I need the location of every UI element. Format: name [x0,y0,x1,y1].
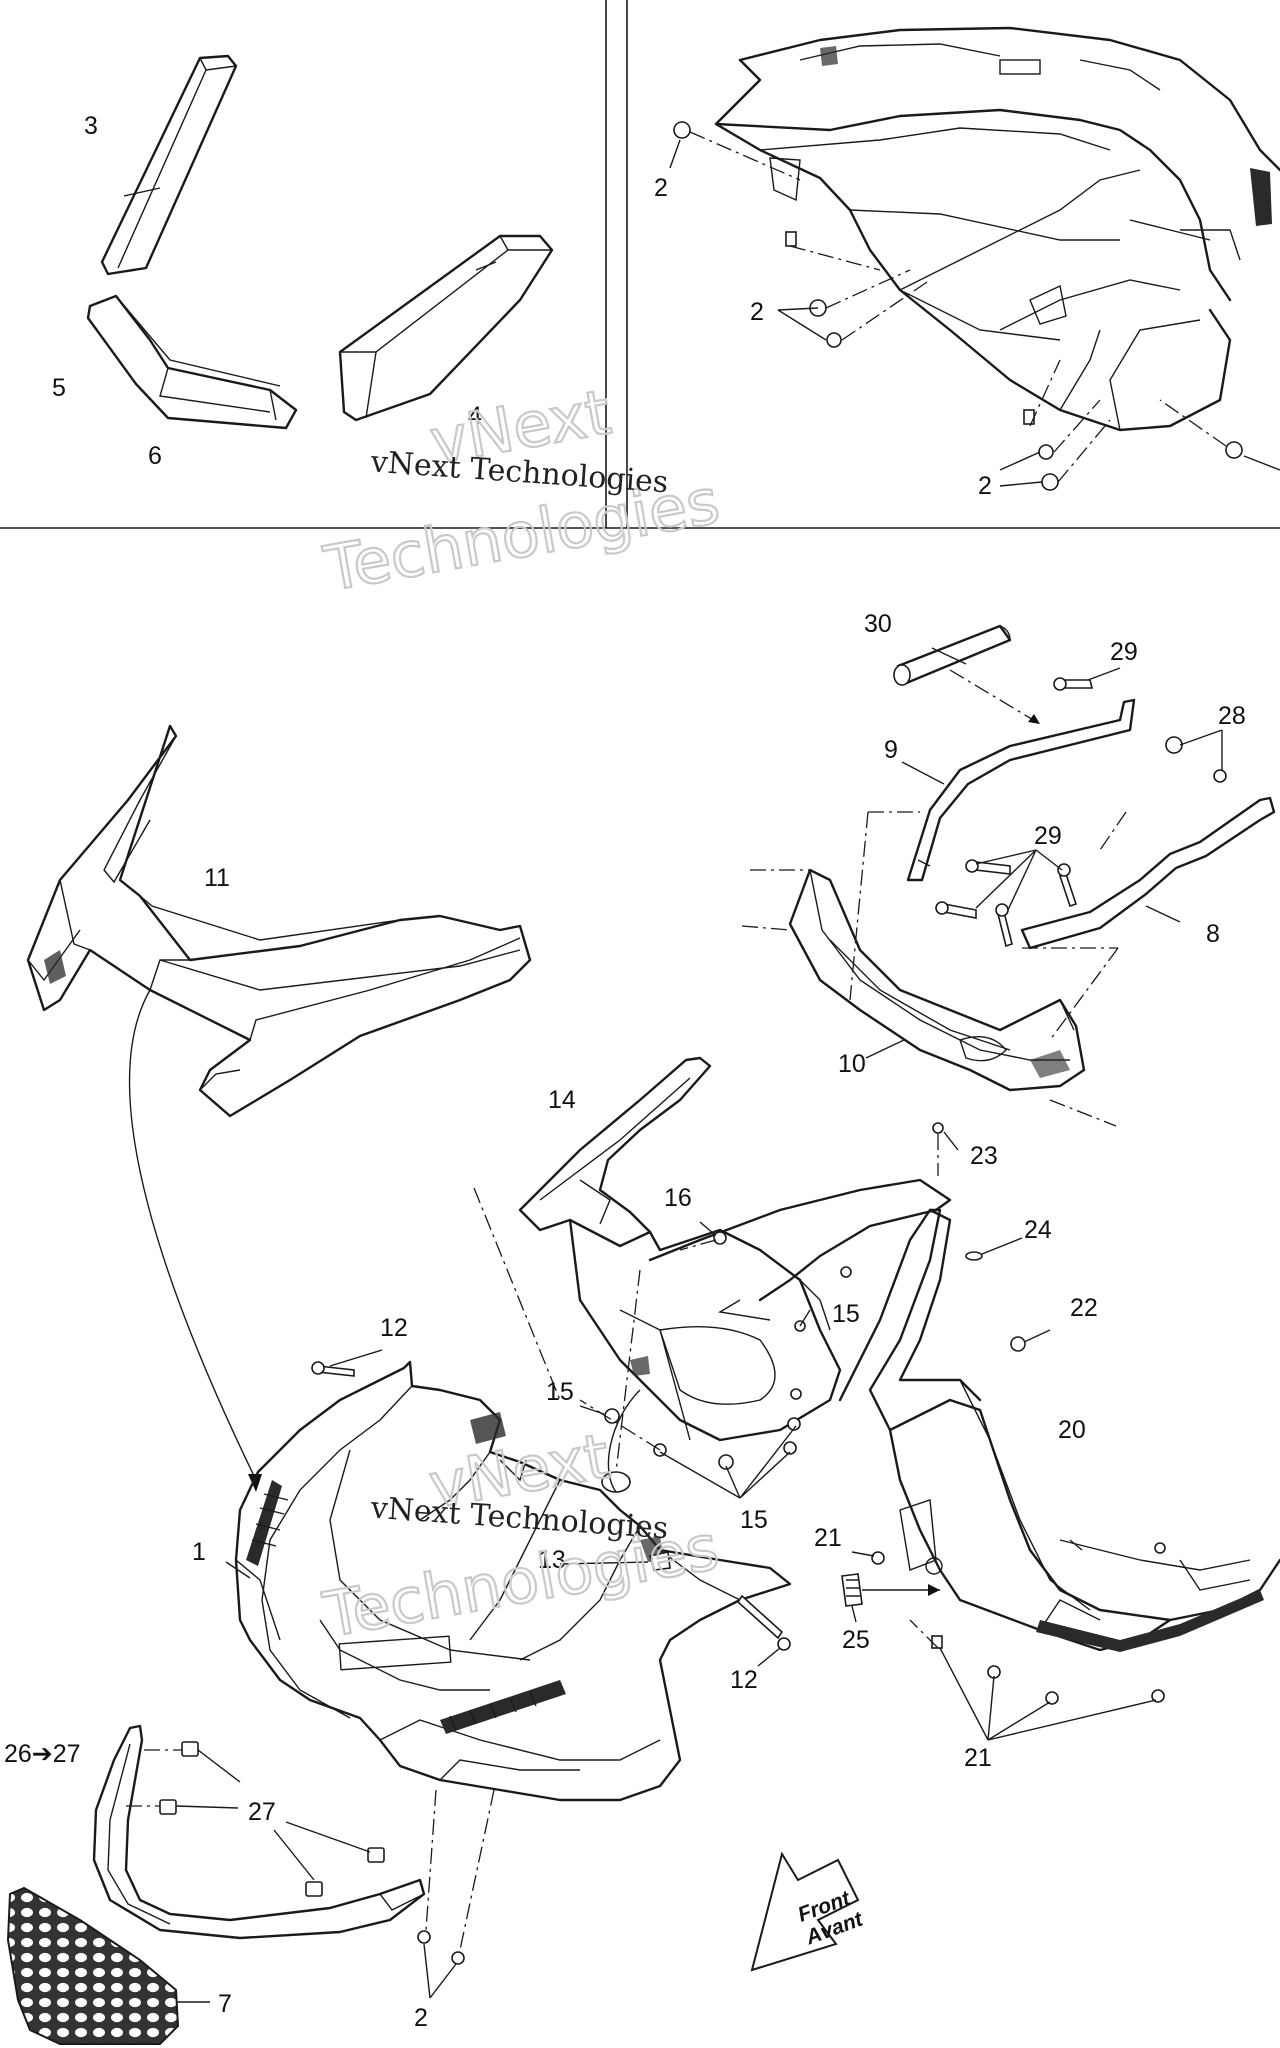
mid-fasteners [604,1122,1166,1705]
grille-part-7 [6,1886,210,2045]
upper-body-assembly [714,26,1280,432]
pad-part-3 [100,54,238,276]
callout-4: 4 [468,402,482,430]
callout-6: 6 [148,442,162,470]
bumper-part-27 [92,1724,426,1940]
callout-3: 3 [84,112,98,140]
panel-part-14 [518,1056,712,1248]
panel-part-10 [788,868,1086,1092]
callout-14: 14 [548,1086,576,1114]
fairing-11-arrow [128,989,262,1492]
top-bracket-fasteners [935,677,1227,948]
callout-15-c: 15 [740,1506,768,1534]
fairing-part-11 [26,724,532,1118]
callout-13: 13 [538,1546,566,1574]
callout-5: 5 [52,374,66,402]
callout-15-a: 15 [832,1300,860,1328]
callout-1: 1 [192,1538,206,1566]
callout-12-a: 12 [380,1314,408,1342]
callout-8: 8 [1206,920,1220,948]
callout-7: 7 [218,1990,232,2018]
front-direction-arrow [750,1851,860,1972]
bumper-fasteners [159,1741,385,1897]
callout-29-a: 29 [1110,638,1138,666]
callout-21-a: 21 [814,1524,842,1552]
upper-body-leaders [669,131,1280,487]
callout-29-b: 29 [1034,822,1062,850]
nose-leaders [225,1187,781,1999]
callout-2-a: 2 [654,174,668,202]
callout-2-c: 2 [978,472,992,500]
callout-16: 16 [664,1184,692,1212]
callout-23: 23 [970,1142,998,1170]
callout-12-b: 12 [730,1666,758,1694]
pad-part-4 [338,234,554,422]
pad-part-5-6 [86,294,298,430]
bracket-part-9 [906,698,1136,882]
callout-25: 25 [842,1626,870,1654]
callout-28: 28 [1218,702,1246,730]
callout-9: 9 [884,736,898,764]
callout-labels: 3 5 6 4 2 2 2 30 29 28 9 29 8 11 10 14 2… [4,112,1246,2032]
callout-2-d: 2 [414,2004,428,2032]
bracket-part-8 [1020,796,1276,950]
tube-part-30 [893,624,1012,686]
callout-2-b: 2 [750,298,764,326]
callout-26-27: 26➔27 [4,1740,81,1768]
callout-27: 27 [248,1798,276,1826]
mid-leaders [579,1131,1157,1741]
inner-panel-part-15 [568,1178,952,1442]
callout-22: 22 [1070,1294,1098,1322]
side-panel-part-20 [838,1208,1280,1652]
callout-15-b: 15 [546,1378,574,1406]
callout-30: 30 [864,610,892,638]
panel-frame [0,0,1280,529]
callout-11: 11 [204,864,230,892]
callout-21-b: 21 [964,1744,992,1772]
bumper-leaders [126,1749,371,1881]
callout-24: 24 [1024,1216,1052,1244]
watermark-top: vNext Technologies vNext Technologies [318,374,726,607]
callout-20: 20 [1058,1416,1086,1444]
nose-fasteners [311,1361,791,1965]
top-bracket-leaders [741,647,1223,1127]
callout-10: 10 [838,1050,866,1078]
